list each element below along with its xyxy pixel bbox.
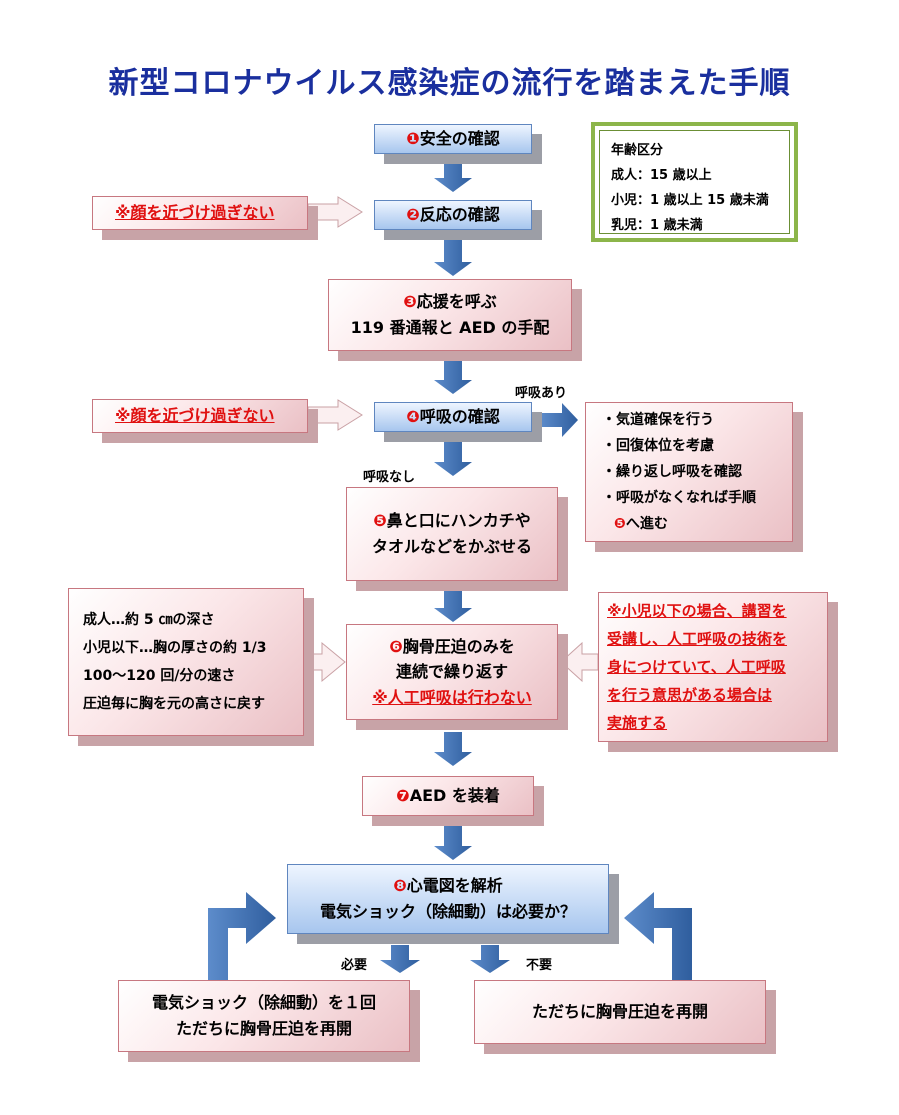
- label-needed: 必要: [341, 958, 368, 973]
- outcome-line: 電気ショック（除細動）を１回: [151, 993, 376, 1013]
- step-number: ❻: [389, 636, 403, 656]
- arrow-down-4-5: [434, 440, 472, 476]
- note-text: ※顔を近づけ過ぎない: [115, 406, 275, 426]
- note-text: ※顔を近づけ過ぎない: [115, 203, 275, 223]
- note-line: 実施する: [607, 714, 668, 732]
- step-number: ❷: [406, 205, 420, 225]
- outcome-resume-compressions: ただちに胸骨圧迫を再開: [474, 980, 766, 1044]
- outcome-line: ただちに胸骨圧迫を再開: [531, 1002, 708, 1022]
- step-label: 呼吸の確認: [419, 407, 500, 427]
- connector-compression: [304, 641, 346, 683]
- step-label: 鼻と口にハンカチや: [386, 511, 531, 531]
- legend-line: 小児：1 歳以上 15 歳未満: [611, 193, 769, 208]
- step-label: 安全の確認: [419, 129, 500, 149]
- legend-line: 乳児：1 歳未満: [611, 218, 703, 233]
- step-8-ecg-analysis: ❽心電図を解析 電気ショック（除細動）は必要か？: [287, 864, 609, 934]
- step-label-line2: 電気ショック（除細動）は必要か？: [319, 902, 576, 921]
- step-label: 胸骨圧迫のみを: [402, 636, 515, 656]
- arrow-down-needed: [380, 945, 420, 973]
- note-face-1: ※顔を近づけ過ぎない: [92, 196, 308, 230]
- guidance-line: 圧迫毎に胸を元の高さに戻す: [83, 696, 265, 712]
- step-label-line2: 連続で繰り返す: [395, 662, 508, 682]
- note-line: 受講し、人工呼吸の技術を: [607, 630, 788, 648]
- step-warning: ※人工呼吸は行わない: [372, 687, 532, 707]
- step-4-breathing: ❹呼吸の確認: [374, 402, 532, 432]
- arrow-right-breathing: [540, 403, 578, 437]
- guidance-line: 小児以下…胸の厚さの約 1/3: [83, 640, 267, 656]
- step-label-line2: タオルなどをかぶせる: [371, 537, 532, 556]
- age-legend: 年齢区分 成人：15 歳以上 小児：1 歳以上 15 歳未満 乳児：1 歳未満: [591, 122, 798, 242]
- action-line: へ進む: [625, 516, 668, 532]
- legend-heading: 年齢区分: [611, 143, 664, 158]
- step-7-aed: ❼AED を装着: [362, 776, 534, 816]
- step-1-safety: ❶安全の確認: [374, 124, 532, 154]
- step-6-compressions: ❻胸骨圧迫のみを 連続で繰り返す ※人工呼吸は行わない: [346, 624, 558, 720]
- step-label: 応援を呼ぶ: [416, 292, 497, 312]
- label-breathing-yes: 呼吸あり: [515, 386, 568, 401]
- arrow-down-3-4: [434, 360, 472, 394]
- action-line: ・繰り返し呼吸を確認: [602, 464, 742, 480]
- legend-line: 成人：15 歳以上: [611, 168, 712, 183]
- arrow-down-7-8: [434, 825, 472, 860]
- action-line: ・回復体位を考慮: [602, 438, 714, 454]
- outcome-line: ただちに胸骨圧迫を再開: [175, 1019, 352, 1038]
- step-number: ❶: [406, 129, 420, 149]
- step-2-response: ❷反応の確認: [374, 200, 532, 230]
- loop-arrow-left-shape: [208, 892, 276, 995]
- step-number: ❺: [614, 516, 626, 532]
- step-3-call-help: ❸応援を呼ぶ 119 番通報と AED の手配: [328, 279, 572, 351]
- compression-guidance: 成人…約 5 ㎝の深さ 小児以下…胸の厚さの約 1/3 100～120 回/分の…: [68, 588, 304, 736]
- step-number: ❼: [396, 786, 410, 806]
- page-title: 新型コロナウイルス感染症の流行を踏まえた手順: [108, 66, 791, 101]
- connector-face1: [307, 196, 363, 228]
- arrow-down-2-3: [434, 240, 472, 276]
- step-label-line2: 119 番通報と AED の手配: [350, 318, 550, 337]
- arrow-down-6-7: [434, 732, 472, 766]
- note-line: を行う意思がある場合は: [607, 686, 773, 704]
- step-label: 心電図を解析: [406, 876, 503, 896]
- action-line: ・呼吸がなくなれば手順: [602, 490, 756, 506]
- connector-face2: [307, 399, 363, 431]
- guidance-line: 100～120 回/分の速さ: [83, 668, 236, 684]
- arrow-down-not-needed: [470, 945, 510, 973]
- label-breathing-no: 呼吸なし: [363, 470, 416, 485]
- step-5-cover-face: ❺鼻と口にハンカチや タオルなどをかぶせる: [346, 487, 558, 581]
- step-label: AED を装着: [409, 786, 500, 806]
- step-number: ❽: [393, 876, 407, 896]
- label-not-needed: 不要: [526, 958, 553, 973]
- step-label: 反応の確認: [419, 205, 500, 225]
- action-line: ・気道確保を行う: [602, 412, 714, 428]
- arrow-down-5-6: [434, 590, 472, 622]
- child-rescue-breathing-note: ※小児以下の場合、講習を 受講し、人工呼吸の技術を 身につけていて、人工呼吸 を…: [598, 592, 828, 742]
- step-number: ❹: [406, 407, 420, 427]
- loop-arrow-right-shape: [624, 892, 692, 995]
- guidance-line: 成人…約 5 ㎝の深さ: [83, 612, 215, 628]
- outcome-shock: 電気ショック（除細動）を１回 ただちに胸骨圧迫を再開: [118, 980, 410, 1052]
- note-face-2: ※顔を近づけ過ぎない: [92, 399, 308, 433]
- step-number: ❺: [373, 511, 387, 531]
- breathing-present-actions: ・気道確保を行う ・回復体位を考慮 ・繰り返し呼吸を確認 ・呼吸がなくなれば手順…: [585, 402, 793, 542]
- arrow-down-1-2: [434, 160, 472, 192]
- step-number: ❸: [403, 292, 417, 312]
- note-line: 身につけていて、人工呼吸: [607, 658, 786, 676]
- note-line: ※小児以下の場合、講習を: [607, 602, 787, 620]
- connector-child: [560, 641, 599, 683]
